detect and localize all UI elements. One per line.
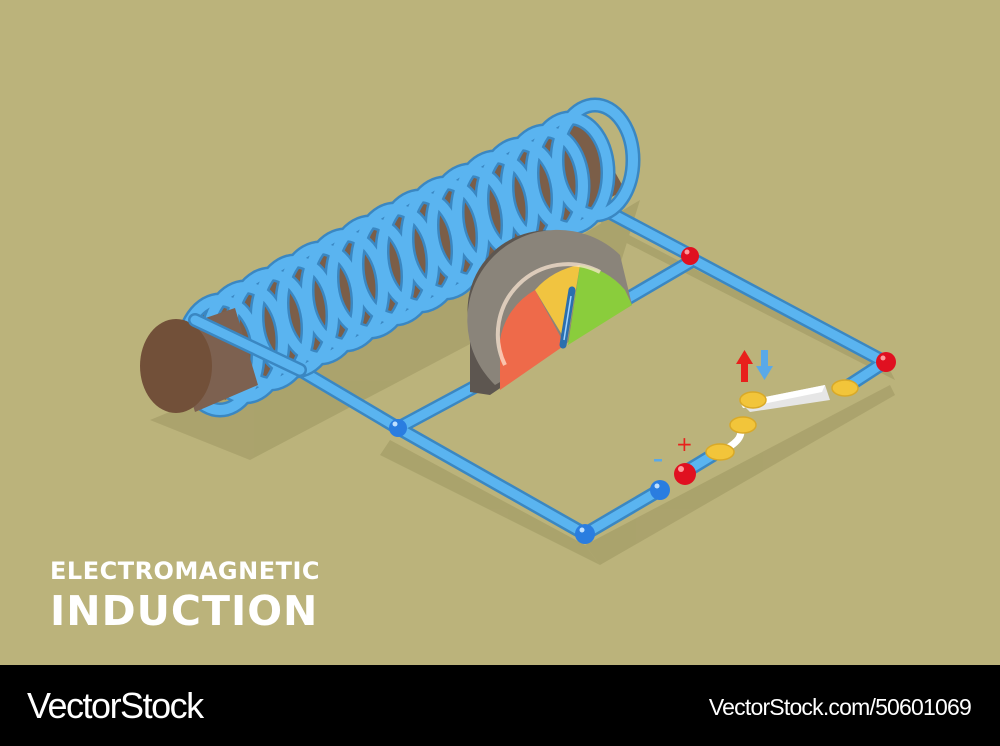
red-up-arrow (736, 350, 753, 382)
title-line-2: INDUCTION (50, 587, 319, 635)
minus-sign (654, 459, 662, 462)
illustration-title: ELECTROMAGNETIC INDUCTION (50, 556, 320, 636)
image-reference: VectorStock.com/50601069 (708, 694, 972, 720)
coil-lead-wire (188, 313, 307, 377)
contact-2 (729, 416, 757, 434)
knife-switch (705, 379, 859, 461)
induction-diagram: + (140, 97, 896, 565)
contact-3 (739, 391, 767, 409)
solenoid-coil (174, 97, 641, 418)
contact-1 (705, 443, 735, 461)
illustration-canvas: + (140, 97, 896, 565)
brand-logo-text: VectorStock (27, 685, 204, 726)
plus-sign: + (676, 432, 693, 456)
galvanometer-gauge (467, 229, 632, 395)
blue-down-arrow (756, 350, 773, 380)
watermark-footer: VectorStock VectorStock.com/50601069 (0, 665, 1000, 746)
circuit-nodes (389, 247, 896, 544)
ground-shadows (150, 200, 895, 565)
contact-4 (831, 379, 859, 397)
title-line-1: ELECTROMAGNETIC (50, 557, 320, 585)
